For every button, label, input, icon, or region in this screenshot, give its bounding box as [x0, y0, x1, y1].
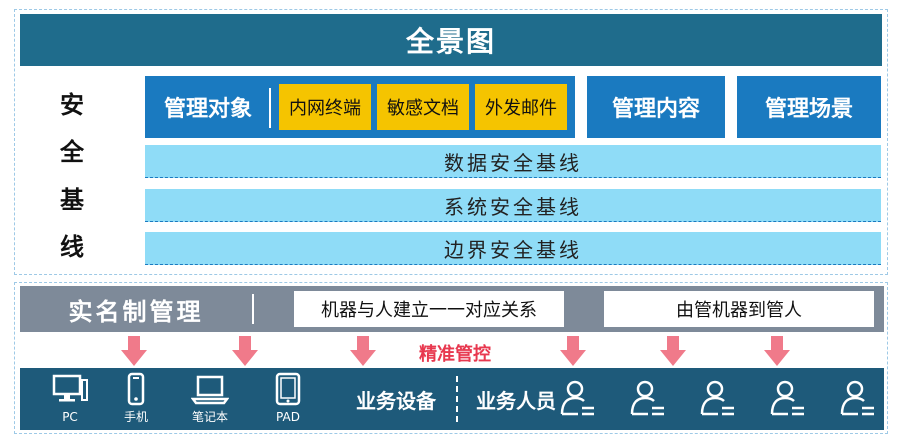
device-pc: PC: [40, 372, 100, 428]
arrow-down-icon: [764, 336, 790, 366]
object-chip-sensitive-docs: 敏感文档: [377, 84, 469, 130]
side-char: 线: [60, 232, 84, 261]
device-people-divider: [456, 376, 458, 422]
person-icon: [700, 380, 734, 416]
pc-icon: [52, 374, 88, 402]
person-icon: [840, 380, 874, 416]
management-scenario-box: 管理场景: [737, 76, 881, 138]
baseline-data: 数据安全基线: [145, 145, 881, 178]
arrow-down-icon: [232, 336, 258, 366]
baseline-boundary: 边界安全基线: [145, 232, 881, 265]
arrow-down-icon: [350, 336, 376, 366]
arrow-down-icon: [560, 336, 586, 366]
management-object-divider: [269, 88, 271, 128]
realname-item-mapping: 机器与人建立一一对应关系: [294, 291, 564, 327]
management-object-box: 管理对象 内网终端 敏感文档 外发邮件: [145, 76, 575, 138]
realname-divider: [252, 294, 254, 324]
arrow-down-icon: [121, 336, 147, 366]
management-object-label: 管理对象: [163, 97, 252, 122]
person-icon: [560, 380, 594, 416]
business-people-label: 业务人员: [476, 388, 556, 413]
person-icon: [630, 380, 664, 416]
laptop-icon: [191, 375, 229, 405]
diagram-title: 全景图: [20, 14, 882, 66]
device-label: 手机: [123, 410, 148, 424]
realname-item-people: 由管机器到管人: [604, 291, 874, 327]
side-char: 全: [60, 138, 84, 167]
device-label: PAD: [276, 410, 300, 424]
object-chip-outgoing-mail: 外发邮件: [475, 84, 567, 130]
security-baseline-label: 安 全 基 线: [22, 86, 122, 266]
device-tablet: PAD: [258, 372, 318, 428]
device-laptop: 笔记本: [180, 372, 240, 428]
person-icon: [770, 380, 804, 416]
realname-title: 实名制管理: [68, 297, 204, 326]
object-chip-intranet-terminal: 内网终端: [279, 84, 371, 130]
side-char: 基: [60, 185, 84, 214]
realname-bar: 实名制管理 机器与人建立一一对应关系 由管机器到管人: [20, 286, 884, 332]
device-phone: 手机: [106, 372, 166, 428]
baseline-system: 系统安全基线: [145, 189, 881, 222]
business-devices-label: 业务设备: [356, 388, 436, 413]
side-char: 安: [60, 91, 84, 119]
tablet-icon: [275, 372, 301, 406]
device-label: PC: [62, 410, 78, 424]
management-content-box: 管理内容: [587, 76, 725, 138]
arrow-down-icon: [660, 336, 686, 366]
precise-control-label: 精准管控: [419, 344, 491, 365]
device-bar: PC 手机 笔记本 PAD 业务设备 业务人员: [20, 368, 884, 430]
device-label: 笔记本: [191, 410, 228, 424]
phone-icon: [127, 372, 145, 406]
